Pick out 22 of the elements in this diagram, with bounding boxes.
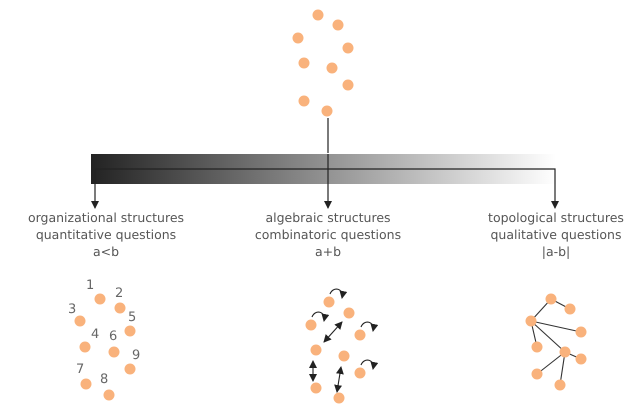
dot-number: 7 xyxy=(76,363,84,377)
formula-label: a+b xyxy=(314,243,342,260)
gradient-bar xyxy=(91,153,557,185)
question-type-label: combinatoric questions xyxy=(254,226,402,243)
structure-type-label: topological structures xyxy=(487,209,625,226)
question-type-label: quantitative questions xyxy=(34,226,178,243)
dot-number: 4 xyxy=(91,328,100,342)
question-type-label: qualitative questions xyxy=(490,226,622,243)
dot-number: 5 xyxy=(128,311,136,325)
structure-type-label: algebraic structures xyxy=(264,209,392,226)
arrow xyxy=(91,184,99,209)
dot-number: 3 xyxy=(68,303,76,317)
dot-number: 2 xyxy=(115,287,124,301)
dot-number: 8 xyxy=(100,373,108,387)
arrow xyxy=(551,184,559,209)
dot-number: 6 xyxy=(109,330,118,344)
dot-number: 1 xyxy=(86,279,94,293)
arrow xyxy=(324,184,332,209)
structure-type-label: organizational structures xyxy=(26,209,186,226)
formula-label: |a-b| xyxy=(540,243,572,260)
formula-label: a<b xyxy=(92,243,120,260)
dot-number: 9 xyxy=(132,349,140,363)
